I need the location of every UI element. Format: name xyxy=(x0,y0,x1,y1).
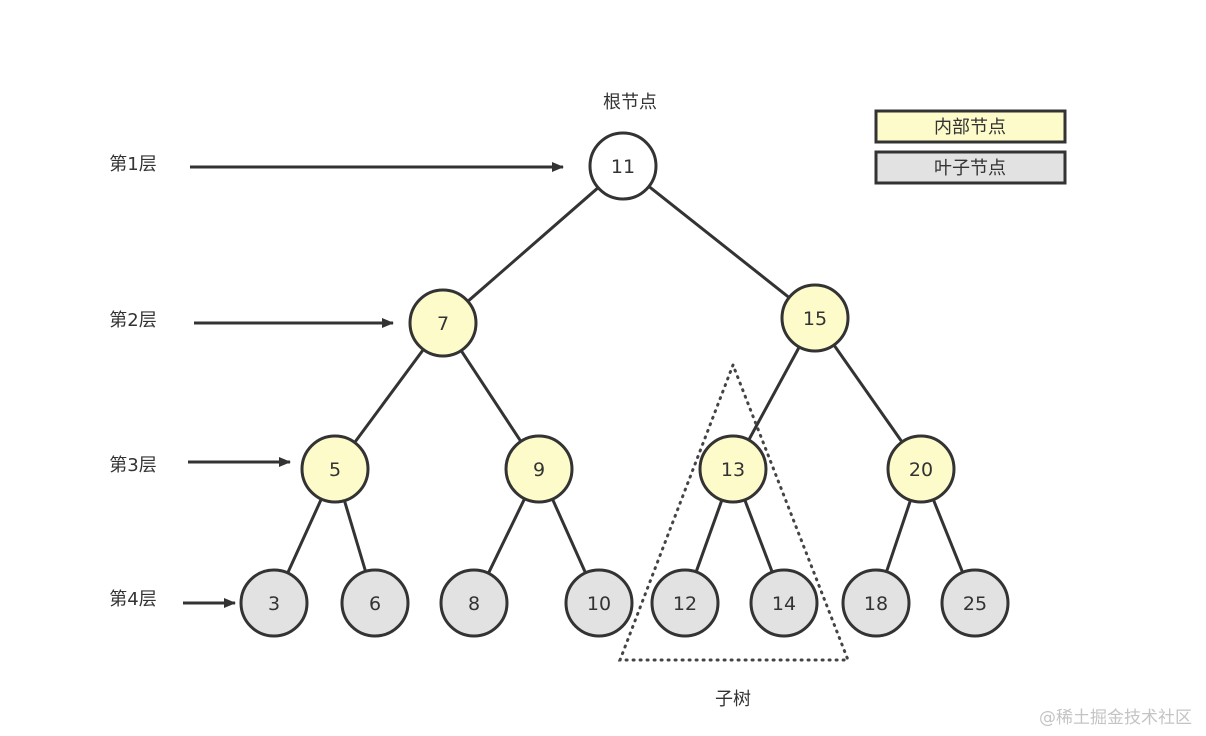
node-circle xyxy=(408,288,478,358)
node-circle xyxy=(588,131,658,201)
tree-node-3: 3 xyxy=(239,568,309,638)
tree-node-10: 10 xyxy=(564,568,634,638)
tree-node-6: 6 xyxy=(340,568,410,638)
tree-node-14: 14 xyxy=(749,568,819,638)
subtree-outline xyxy=(617,360,851,662)
node-value: 14 xyxy=(772,593,796,615)
level-label-4: 第4层 xyxy=(109,589,156,610)
edge-n5-n3 xyxy=(286,498,323,574)
node-circle xyxy=(340,568,410,638)
tree-node-9: 9 xyxy=(504,434,574,504)
node-circle xyxy=(504,434,574,504)
node-circle xyxy=(300,434,370,504)
legend-label: 叶子节点 xyxy=(934,158,1006,179)
node-circle xyxy=(564,568,634,638)
edge-n7-n9 xyxy=(459,349,523,443)
tree-node-20: 20 xyxy=(886,434,956,504)
tree-node-25: 25 xyxy=(940,568,1010,638)
tree-node-11: 11 xyxy=(588,131,658,201)
legend-label: 内部节点 xyxy=(934,117,1006,138)
node-circle xyxy=(940,568,1010,638)
watermark: @稀土掘金技术社区 xyxy=(1039,708,1192,728)
node-value: 11 xyxy=(611,156,635,178)
edge-n5-n6 xyxy=(343,500,367,572)
level-label-3: 第3层 xyxy=(109,455,156,476)
edge-n13-n14 xyxy=(743,499,774,573)
level-label-1: 第1层 xyxy=(109,154,156,175)
node-circle xyxy=(439,568,509,638)
edge-n11-n7 xyxy=(466,186,600,303)
edge-n9-n8 xyxy=(487,498,526,574)
tree-node-13: 13 xyxy=(698,434,768,504)
edge-n7-n5 xyxy=(353,348,425,444)
node-circle xyxy=(698,434,768,504)
edge-n15-n13 xyxy=(747,346,801,441)
node-value: 13 xyxy=(721,459,745,481)
node-value: 20 xyxy=(909,459,933,481)
node-value: 15 xyxy=(803,308,827,330)
tree-node-15: 15 xyxy=(780,283,850,353)
edge-n15-n20 xyxy=(832,344,904,443)
edge-n20-n18 xyxy=(885,499,912,573)
tree-node-5: 5 xyxy=(300,434,370,504)
tree-node-8: 8 xyxy=(439,568,509,638)
subtree-label: 子树 xyxy=(715,689,751,710)
edge-n20-n25 xyxy=(931,499,965,573)
tree-node-12: 12 xyxy=(650,568,720,638)
node-circle xyxy=(886,434,956,504)
edge-n13-n12 xyxy=(694,499,724,573)
root-node-label: 根节点 xyxy=(603,92,657,113)
node-value: 25 xyxy=(963,593,987,615)
node-value: 9 xyxy=(533,459,545,481)
node-value: 12 xyxy=(673,593,697,615)
tree-node-7: 7 xyxy=(408,288,478,358)
node-value: 8 xyxy=(468,593,480,615)
node-value: 6 xyxy=(369,593,381,615)
edge-n11-n15 xyxy=(647,185,791,299)
node-value: 18 xyxy=(864,593,888,615)
node-circle xyxy=(650,568,720,638)
node-circle xyxy=(841,568,911,638)
node-value: 7 xyxy=(437,313,449,335)
edge-n9-n10 xyxy=(551,498,587,574)
level-label-2: 第2层 xyxy=(109,310,156,331)
node-value: 10 xyxy=(587,593,611,615)
node-value: 3 xyxy=(268,593,280,615)
node-circle xyxy=(239,568,309,638)
legend-item-leaf: 叶子节点 xyxy=(874,150,1067,185)
node-circle xyxy=(780,283,850,353)
legend-item-internal: 内部节点 xyxy=(874,109,1067,144)
node-circle xyxy=(749,568,819,638)
legend-swatch xyxy=(874,150,1067,185)
node-value: 5 xyxy=(329,459,341,481)
legend-swatch xyxy=(874,109,1067,144)
tree-node-18: 18 xyxy=(841,568,911,638)
